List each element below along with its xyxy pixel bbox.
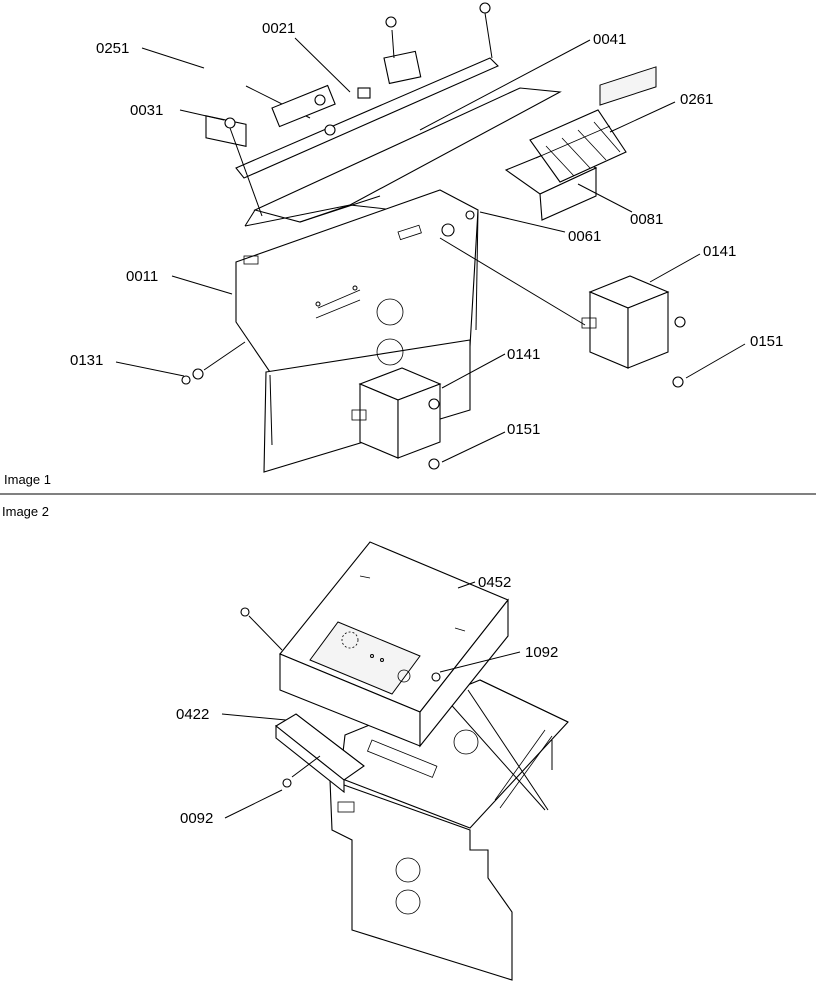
callout-0151-lower: 0151 — [507, 421, 540, 438]
callout-0261: 0261 — [680, 91, 713, 108]
display-window — [309, 621, 421, 695]
screw-0092 — [282, 778, 292, 788]
callout-0251: 0251 — [96, 40, 129, 57]
relay-cover-0261 — [529, 109, 627, 183]
callout-0141-upper: 0141 — [703, 243, 736, 260]
control-tray — [253, 87, 562, 223]
callout-0041: 0041 — [593, 31, 626, 48]
callout-0092: 0092 — [180, 810, 213, 827]
lower-back-panel — [329, 779, 513, 981]
callout-0141-lower: 0141 — [507, 346, 540, 363]
transformer-right — [581, 66, 686, 388]
callout-0061: 0061 — [568, 228, 601, 245]
callout-1092: 1092 — [525, 644, 558, 661]
image1-diagram: 0251 0021 0041 0031 0261 0081 0061 0011 … — [70, 2, 783, 473]
callout-0031: 0031 — [130, 102, 163, 119]
image1-caption: Image 1 — [4, 472, 51, 487]
callout-0151-upper: 0151 — [750, 333, 783, 350]
callout-0021: 0021 — [262, 20, 295, 37]
transformer-lower — [351, 367, 442, 470]
image2-caption: Image 2 — [2, 504, 49, 519]
relay-block-side — [539, 167, 597, 221]
image2-leaders — [221, 581, 521, 819]
callout-0422: 0422 — [176, 706, 209, 723]
screw-top — [240, 607, 250, 617]
callout-0452: 0452 — [478, 574, 511, 591]
control-box-side — [419, 598, 509, 748]
clip-0061 — [441, 223, 455, 237]
screw-1092 — [431, 672, 441, 682]
screw-0131 — [181, 375, 191, 385]
callout-0011: 0011 — [126, 268, 158, 285]
image1-leaders — [115, 37, 746, 463]
thermostat — [383, 50, 422, 85]
switch-assembly — [271, 84, 336, 128]
top-cover-plate — [235, 57, 499, 179]
callout-0131: 0131 — [70, 352, 103, 369]
callout-0081: 0081 — [630, 211, 663, 228]
screw-0031 — [224, 117, 236, 129]
image2-diagram: 0452 1092 0422 0092 — [176, 541, 569, 981]
